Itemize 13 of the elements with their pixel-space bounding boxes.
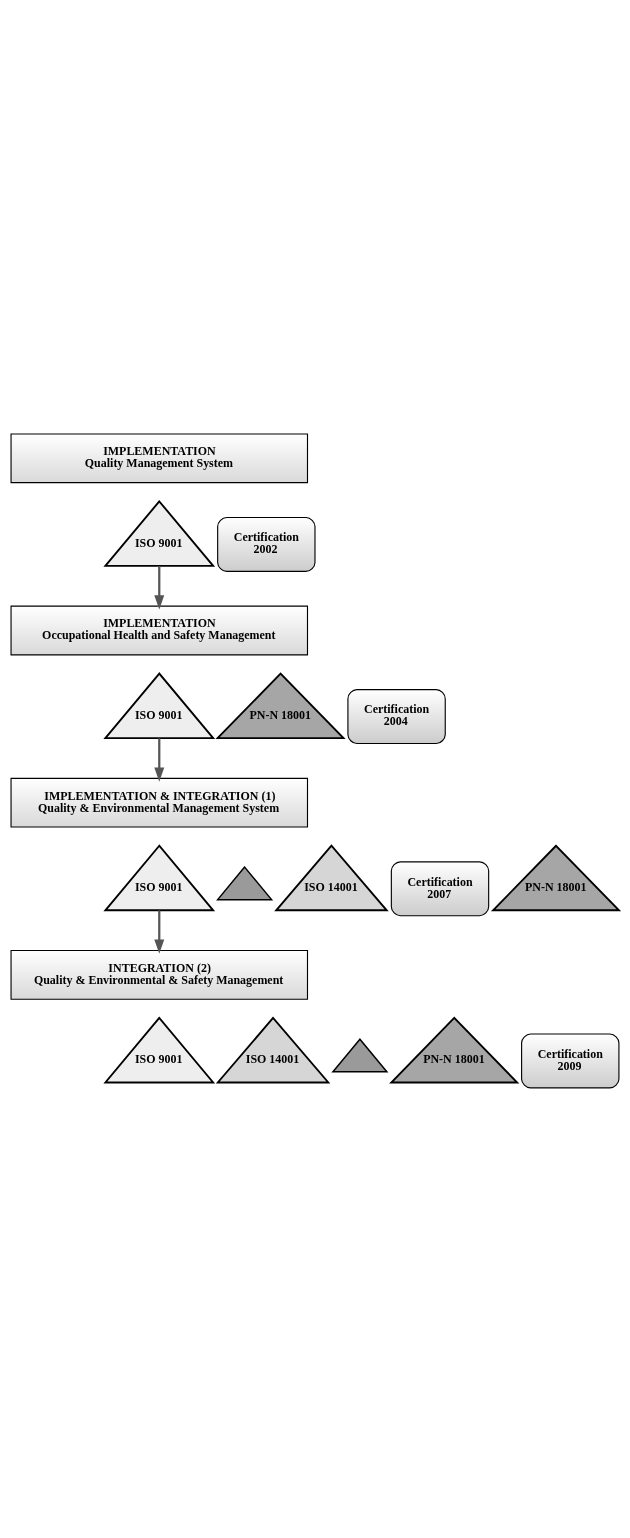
node-box: Certification 2004 [347, 689, 446, 745]
node-box: IMPLEMENTATION & INTEGRATION (1) Quality & Environmental Management System [10, 777, 309, 828]
node-triangle [216, 865, 274, 901]
node-box: INTEGRATION (2) Quality & Environmental & Safety Management [10, 950, 309, 1000]
arrow [154, 566, 165, 610]
arrow [154, 738, 165, 782]
arrow [154, 910, 165, 954]
node-box: Certification 2007 [390, 861, 490, 917]
node-box: IMPLEMENTATION Quality Management System [10, 433, 309, 484]
node-triangle [331, 1038, 389, 1073]
node-box: Certification 2009 [521, 1033, 620, 1089]
node-box: IMPLEMENTATION Occupational Health and Safety Management [10, 605, 309, 656]
node-box: Certification 2002 [217, 516, 316, 572]
